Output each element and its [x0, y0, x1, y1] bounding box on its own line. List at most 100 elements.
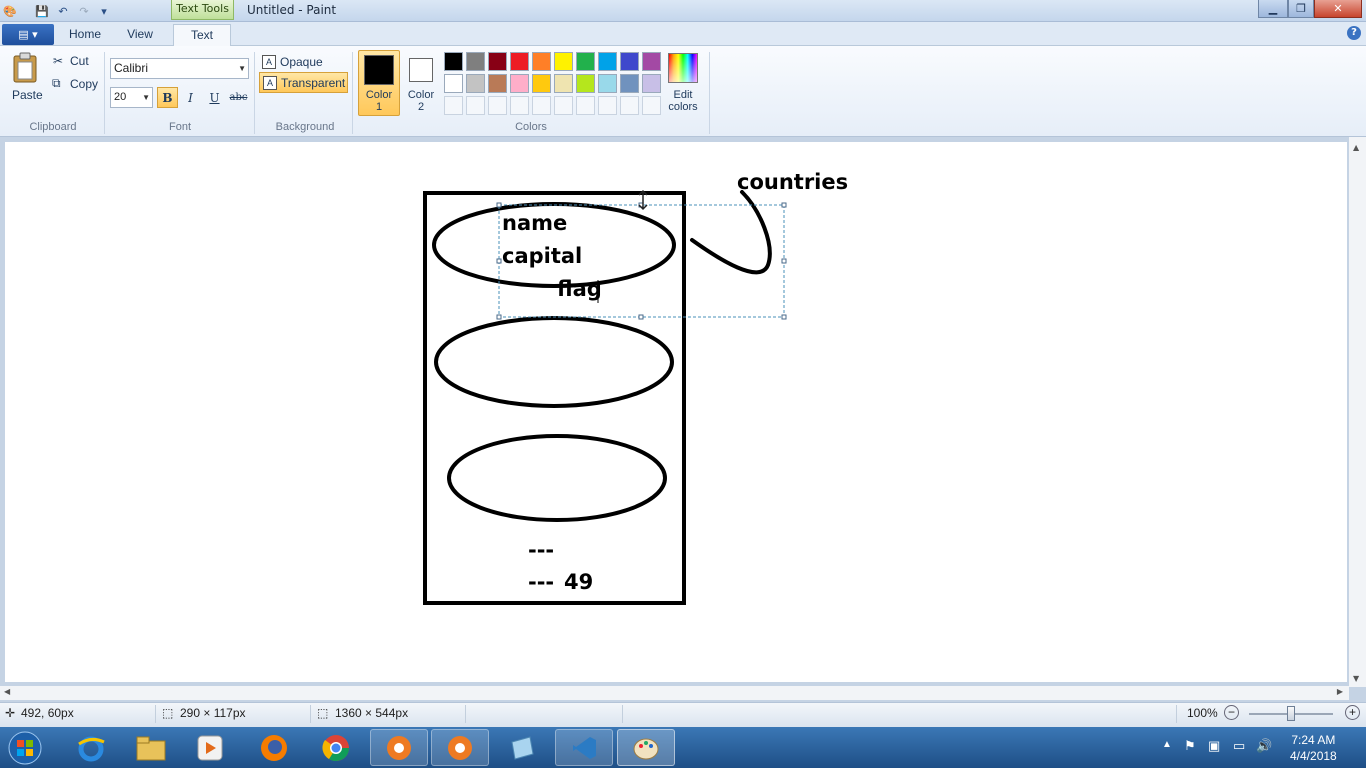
paste-icon[interactable] [12, 52, 40, 84]
scroll-down-icon[interactable]: ▼ [1353, 674, 1360, 683]
minimize-button[interactable]: ▁ [1258, 0, 1288, 18]
redo-icon[interactable]: ↷ [79, 4, 89, 18]
action-center-flag-icon[interactable]: ⚑ [1184, 738, 1196, 753]
network-icon[interactable]: ▭ [1233, 738, 1246, 753]
palette-swatch[interactable] [444, 96, 463, 115]
vertical-scrollbar[interactable]: ▲ ▼ [1349, 137, 1366, 687]
file-explorer-icon[interactable] [122, 729, 180, 766]
edit-colors-icon[interactable] [668, 53, 698, 83]
strikethrough-button[interactable]: abc [229, 92, 248, 103]
palette-swatch[interactable] [576, 74, 595, 93]
opaque-label: Opaque [280, 54, 323, 69]
italic-button[interactable]: I [188, 90, 193, 105]
palette-swatch[interactable] [620, 96, 639, 115]
chevron-down-icon: ▼ [142, 93, 150, 102]
palette-swatch[interactable] [532, 74, 551, 93]
zoom-slider-thumb[interactable] [1287, 706, 1295, 721]
palette-swatch[interactable] [510, 96, 529, 115]
palette-swatch[interactable] [642, 96, 661, 115]
palette-swatch[interactable] [466, 52, 485, 71]
palette-swatch[interactable] [598, 74, 617, 93]
underline-button[interactable]: U [209, 90, 220, 105]
scroll-left-icon[interactable]: ◀ [4, 687, 11, 696]
chrome-icon[interactable] [307, 729, 365, 766]
paint-app-icon[interactable]: 🎨 [3, 4, 17, 18]
horizontal-scrollbar[interactable]: ◀ ▶ [0, 686, 1349, 700]
palette-swatch[interactable] [488, 52, 507, 71]
opaque-button[interactable]: A Opaque [259, 51, 323, 72]
palette-swatch[interactable] [466, 74, 485, 93]
paste-button[interactable]: Paste [12, 88, 43, 102]
zoom-out-button[interactable]: − [1224, 705, 1239, 720]
transparent-button[interactable]: A Transparent [259, 72, 348, 93]
palette-swatch[interactable] [488, 74, 507, 93]
transparent-icon: A [263, 75, 277, 90]
visual-studio-code-icon[interactable] [555, 729, 613, 766]
palette-swatch[interactable] [554, 96, 573, 115]
zoom-in-button[interactable]: + [1345, 705, 1360, 720]
undo-icon[interactable]: ↶ [58, 4, 68, 18]
palette-swatch[interactable] [488, 96, 507, 115]
palette-swatch[interactable] [554, 52, 573, 71]
media-player-icon[interactable] [181, 729, 239, 766]
tab-view[interactable]: View [127, 27, 153, 41]
palette-swatch[interactable] [598, 52, 617, 71]
internet-explorer-icon[interactable] [62, 729, 120, 766]
palette-swatch[interactable] [620, 52, 639, 71]
firefox-icon[interactable] [245, 729, 303, 766]
customize-qat-icon[interactable]: ▾ [101, 4, 107, 18]
font-size-dropdown[interactable]: 20 ▼ [110, 87, 153, 108]
app-flower-2-icon[interactable] [431, 729, 489, 766]
paint-menu-button[interactable]: ▤ ▾ [2, 24, 54, 45]
paint-taskbar-icon[interactable] [617, 729, 675, 766]
palette-swatch[interactable] [532, 52, 551, 71]
app-flower-1-icon[interactable] [370, 729, 428, 766]
tab-home[interactable]: Home [68, 27, 101, 41]
canvas-text-name: name [502, 211, 568, 235]
font-size-value: 20 [114, 91, 127, 103]
canvas-text-flag[interactable]: flag [557, 277, 602, 301]
palette-swatch[interactable] [444, 52, 463, 71]
show-hidden-icons-icon[interactable]: ▲ [1162, 739, 1172, 750]
tab-text[interactable]: Text [173, 24, 231, 46]
scroll-up-icon[interactable]: ▲ [1353, 143, 1360, 152]
close-button[interactable]: ✕ [1314, 0, 1362, 18]
group-separator [104, 52, 105, 134]
cursor-position-icon: ✛ [5, 706, 16, 720]
palette-swatch[interactable] [576, 52, 595, 71]
background-group-label: Background [275, 121, 335, 133]
color2-button[interactable] [409, 58, 433, 82]
palette-swatch[interactable] [510, 52, 529, 71]
help-icon[interactable]: ? [1347, 26, 1361, 40]
copy-button[interactable]: Copy [70, 77, 99, 91]
device-icon[interactable]: ▣ [1208, 738, 1221, 753]
palette-swatch[interactable] [510, 74, 529, 93]
copy-icon[interactable]: ⧉ [52, 76, 61, 90]
palette-swatch[interactable] [620, 74, 639, 93]
clock-date: 4/4/2018 [1290, 749, 1337, 763]
edit-colors-button[interactable]: Edit colors [668, 89, 698, 113]
scroll-right-icon[interactable]: ▶ [1336, 687, 1343, 696]
transparent-label: Transparent [281, 75, 346, 90]
palette-swatch[interactable] [532, 96, 551, 115]
palette-swatch[interactable] [466, 96, 485, 115]
palette-swatch[interactable] [444, 74, 463, 93]
clock-time: 7:24 AM [1291, 733, 1336, 747]
bold-button[interactable]: B [157, 87, 178, 108]
start-button[interactable] [0, 729, 50, 766]
cut-icon[interactable]: ✂ [53, 54, 64, 68]
notepad-icon[interactable] [493, 729, 551, 766]
save-icon[interactable]: 💾 [35, 4, 49, 18]
palette-swatch[interactable] [598, 96, 617, 115]
drawing-canvas[interactable] [5, 142, 1347, 682]
clock[interactable]: 7:24 AM 4/4/2018 [1290, 732, 1337, 764]
restore-button[interactable]: ❐ [1288, 0, 1314, 18]
palette-swatch[interactable] [576, 96, 595, 115]
volume-icon[interactable]: 🔊 [1256, 738, 1273, 753]
palette-swatch[interactable] [554, 74, 573, 93]
palette-swatch[interactable] [642, 74, 661, 93]
chevron-down-icon: ▼ [238, 64, 246, 73]
font-family-dropdown[interactable]: Calibri ▼ [110, 58, 249, 79]
cut-button[interactable]: Cut [70, 54, 89, 68]
palette-swatch[interactable] [642, 52, 661, 71]
